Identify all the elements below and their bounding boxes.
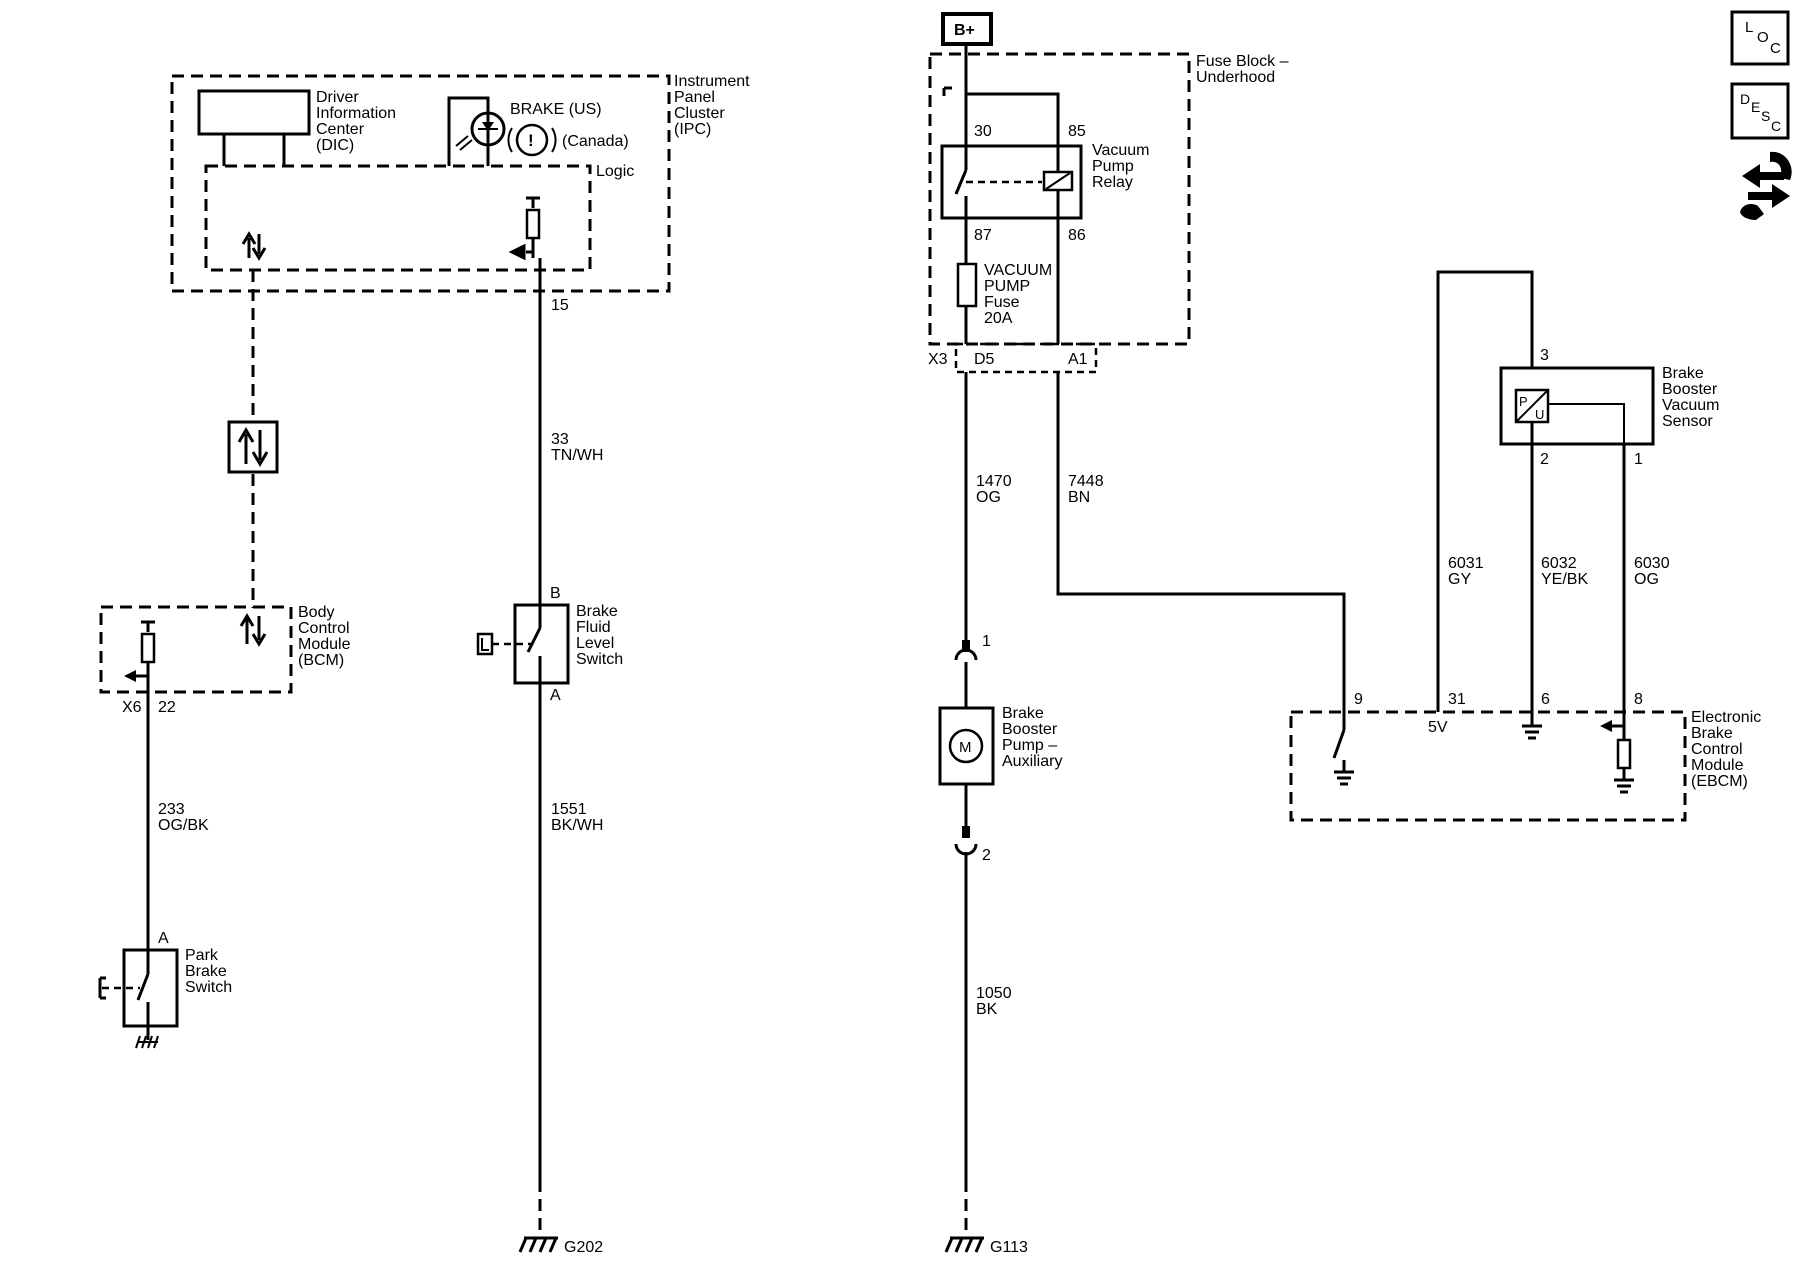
serial-data-line	[227, 270, 279, 608]
brake-fluid-level-switch: B A Brake Fluid Level Switch	[476, 585, 623, 704]
ipc-module: Instrument Panel Cluster (IPC) Driver In…	[170, 73, 754, 293]
fuse-block-label: Fuse Block – Underhood	[1196, 53, 1293, 86]
bcm-input-resistor	[124, 620, 156, 694]
brake-fluid-pin-a: A	[550, 687, 561, 704]
park-brake-switch: A Park Brake Switch	[98, 930, 232, 1049]
ebcm-pin-6: 6	[1541, 691, 1550, 708]
sensor-label: Brake Booster Vacuum Sensor	[1662, 365, 1724, 430]
brake-warning-icon: !	[507, 123, 557, 157]
wire-7448	[1056, 372, 1346, 712]
x3-pin-d5: D5	[974, 351, 995, 368]
pump-connector-2: 2	[954, 784, 991, 864]
logic-label: Logic	[596, 163, 634, 180]
brake-canada-label: (Canada)	[562, 133, 629, 150]
park-brake-label: Park Brake Switch	[185, 947, 232, 996]
svg-text:O: O	[1757, 29, 1769, 46]
sensor-symbol-u: U	[1535, 407, 1544, 422]
svg-text:L: L	[1745, 19, 1753, 36]
ebcm-pin-31: 31	[1448, 691, 1466, 708]
bcm-connector-label: X6	[122, 699, 142, 716]
ground-icon	[944, 1236, 984, 1253]
x3-connector-label: X3	[928, 351, 948, 368]
relay-pin-87: 87	[974, 227, 992, 244]
ebcm-label: Electronic Brake Control Module (EBCM)	[1691, 709, 1766, 790]
brake-booster-pump: M Brake Booster Pump – Auxiliary	[938, 705, 1062, 786]
fuse-label: VACUUM PUMP Fuse 20A	[984, 262, 1057, 327]
ebcm-pin-9: 9	[1354, 691, 1363, 708]
data-arrows-icon	[241, 231, 267, 261]
sensor-pin-1: 1	[1634, 451, 1643, 468]
ground-icon	[1334, 770, 1354, 786]
sensor-pin-2: 2	[1540, 451, 1549, 468]
wire-6030-label: 6030 OG	[1634, 555, 1674, 588]
ground-g202-label: G202	[564, 1239, 603, 1256]
wire-233-label: 233 OG/BK	[158, 801, 209, 834]
bcm-label: Body Control Module (BCM)	[298, 604, 355, 669]
loc-icon[interactable]: L O C	[1730, 10, 1790, 66]
svg-text:!: !	[528, 131, 534, 150]
pump-pin-1: 1	[982, 633, 991, 650]
relay-pin-85: 85	[1068, 123, 1086, 140]
vacuum-pump-fuse	[956, 262, 978, 308]
wire-6031-label: 6031 GY	[1448, 555, 1488, 588]
sensor-symbol-p: P	[1519, 394, 1528, 409]
battery-positive: B+	[941, 12, 993, 46]
x3-pin-a1: A1	[1068, 351, 1088, 368]
ground-icon	[518, 1236, 558, 1253]
sensor-pin-3: 3	[1540, 347, 1549, 364]
ground-icon	[1614, 778, 1634, 794]
wire-7448-label: 7448 BN	[1068, 473, 1108, 506]
svg-text:C: C	[1770, 40, 1781, 57]
relay-label: Vacuum Pump Relay	[1092, 142, 1154, 191]
svg-text:E: E	[1751, 99, 1760, 115]
svg-text:D: D	[1740, 91, 1750, 107]
ipc-label: Instrument Panel Cluster (IPC)	[674, 73, 754, 138]
brake-fluid-label: Brake Fluid Level Switch	[576, 603, 623, 668]
bcm-pin-label: 22	[158, 699, 176, 716]
svg-text:C: C	[1771, 118, 1781, 134]
brake-indicator: BRAKE (US) ! (Canada)	[447, 96, 629, 166]
relay-pin-30: 30	[974, 123, 992, 140]
relay-pin-86: 86	[1068, 227, 1086, 244]
pump-connector-1: 1	[954, 633, 991, 708]
wire-33-label: 33 TN/WH	[551, 431, 603, 464]
motor-symbol: M	[959, 739, 972, 756]
b-plus-label: B+	[954, 22, 975, 39]
park-brake-pin: A	[158, 930, 169, 947]
wire-1470-label: 1470 OG	[976, 473, 1016, 506]
ground-g113-label: G113	[990, 1239, 1028, 1256]
pump-label: Brake Booster Pump – Auxiliary	[1002, 705, 1062, 770]
brake-booster-vacuum-sensor: 3 P U Brake Booster Vacuum Sensor 2 1	[1499, 347, 1724, 468]
ebcm-module: Electronic Brake Control Module (EBCM) 9…	[1289, 691, 1766, 822]
brake-fluid-pin-b: B	[550, 585, 561, 602]
wrench-arrows-icon[interactable]	[1740, 151, 1792, 220]
desc-icon[interactable]: D E S C	[1730, 82, 1790, 140]
ipc-pin-label: 15	[551, 297, 569, 314]
fuse-block-underhood: Fuse Block – Underhood 30 85 87 86 Vacuu…	[928, 44, 1293, 374]
bcm-module: Body Control Module (BCM) X6 22	[99, 604, 355, 716]
brake-us-label: BRAKE (US)	[510, 101, 602, 118]
ground-icon	[1522, 724, 1542, 740]
logic-box	[204, 164, 592, 272]
wire-6032-label: 6032 YE/BK	[1541, 555, 1588, 588]
dic-display: Driver Information Center (DIC)	[197, 89, 401, 166]
dic-label: Driver Information Center (DIC)	[316, 89, 401, 154]
data-arrows-icon	[239, 613, 267, 647]
wire-1050-label: 1050 BK	[976, 985, 1016, 1018]
pump-pin-2: 2	[982, 847, 991, 864]
ebcm-pin-8: 8	[1634, 691, 1643, 708]
ebcm-5v-label: 5V	[1428, 719, 1448, 736]
serial-data-symbol	[227, 420, 279, 474]
wire-6031	[1436, 270, 1534, 712]
ipc-input-resistor	[508, 196, 541, 261]
ground-icon	[135, 1035, 159, 1049]
svg-text:S: S	[1761, 108, 1770, 124]
wire-1551-label: 1551 BK/WH	[551, 801, 603, 834]
